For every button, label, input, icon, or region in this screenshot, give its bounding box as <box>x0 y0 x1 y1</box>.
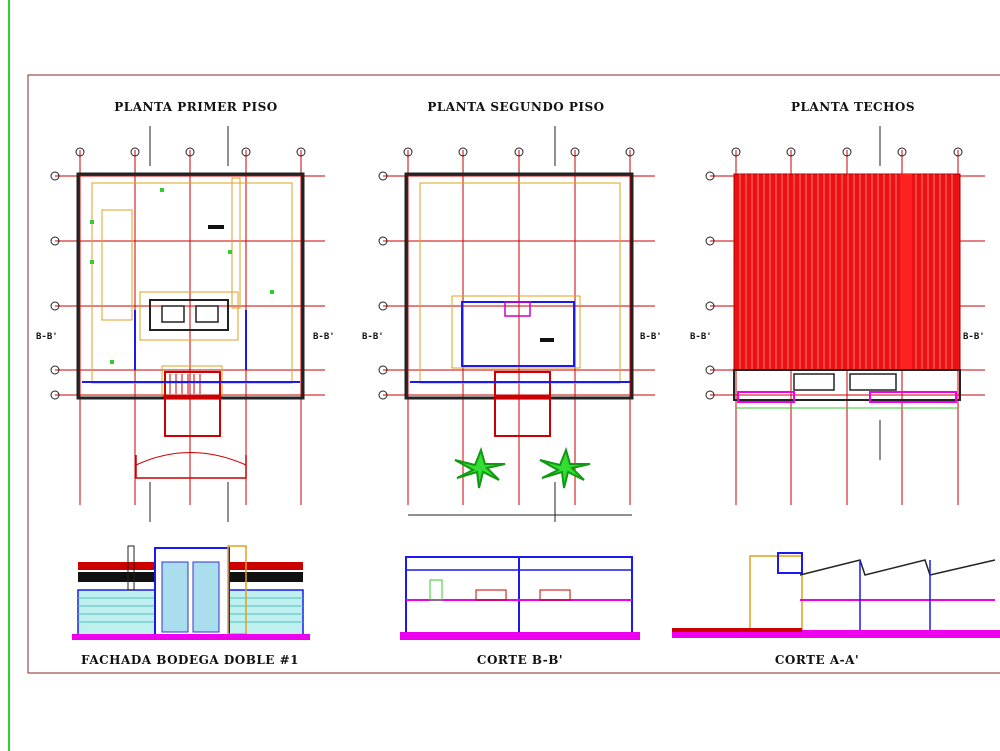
elevation-facade-title: FACHADA BODEGA DOBLE #1 <box>81 653 299 667</box>
plan-first-floor-title: PLANTA PRIMER PISO <box>114 100 277 114</box>
plan-roof: PLANTA TECHOS <box>690 100 985 505</box>
plan3-cut-b-left: B-B' <box>690 332 712 342</box>
section-b-title: CORTE B-B' <box>477 653 563 667</box>
plan-second-floor-title: PLANTA SEGUNDO PISO <box>427 100 604 114</box>
plan-roof-title: PLANTA TECHOS <box>791 100 915 114</box>
section-b: CORTE B-B' <box>400 556 640 667</box>
roof-panel <box>733 173 961 371</box>
elevation-facade: FACHADA BODEGA DOBLE #1 <box>72 545 310 667</box>
plan2-cut-b-right: B-B' <box>640 332 662 342</box>
palm-tree-icon <box>539 446 591 489</box>
plan1-cut-b-right: B-B' <box>313 332 335 342</box>
section-a: CORTE A-A' <box>672 552 1000 667</box>
plan-second-floor: PLANTA SEGUNDO PISO <box>362 100 662 522</box>
plan2-cut-b-left: B-B' <box>362 332 384 342</box>
palm-tree-icon <box>454 446 506 489</box>
plan3-cut-b-right: B-B' <box>963 332 985 342</box>
plan1-cut-b-left: B-B' <box>36 332 58 342</box>
section-a-title: CORTE A-A' <box>775 653 859 667</box>
drawing-frame <box>27 74 1000 674</box>
plan-first-floor: PLANTA PRIMER PISO <box>36 100 335 522</box>
